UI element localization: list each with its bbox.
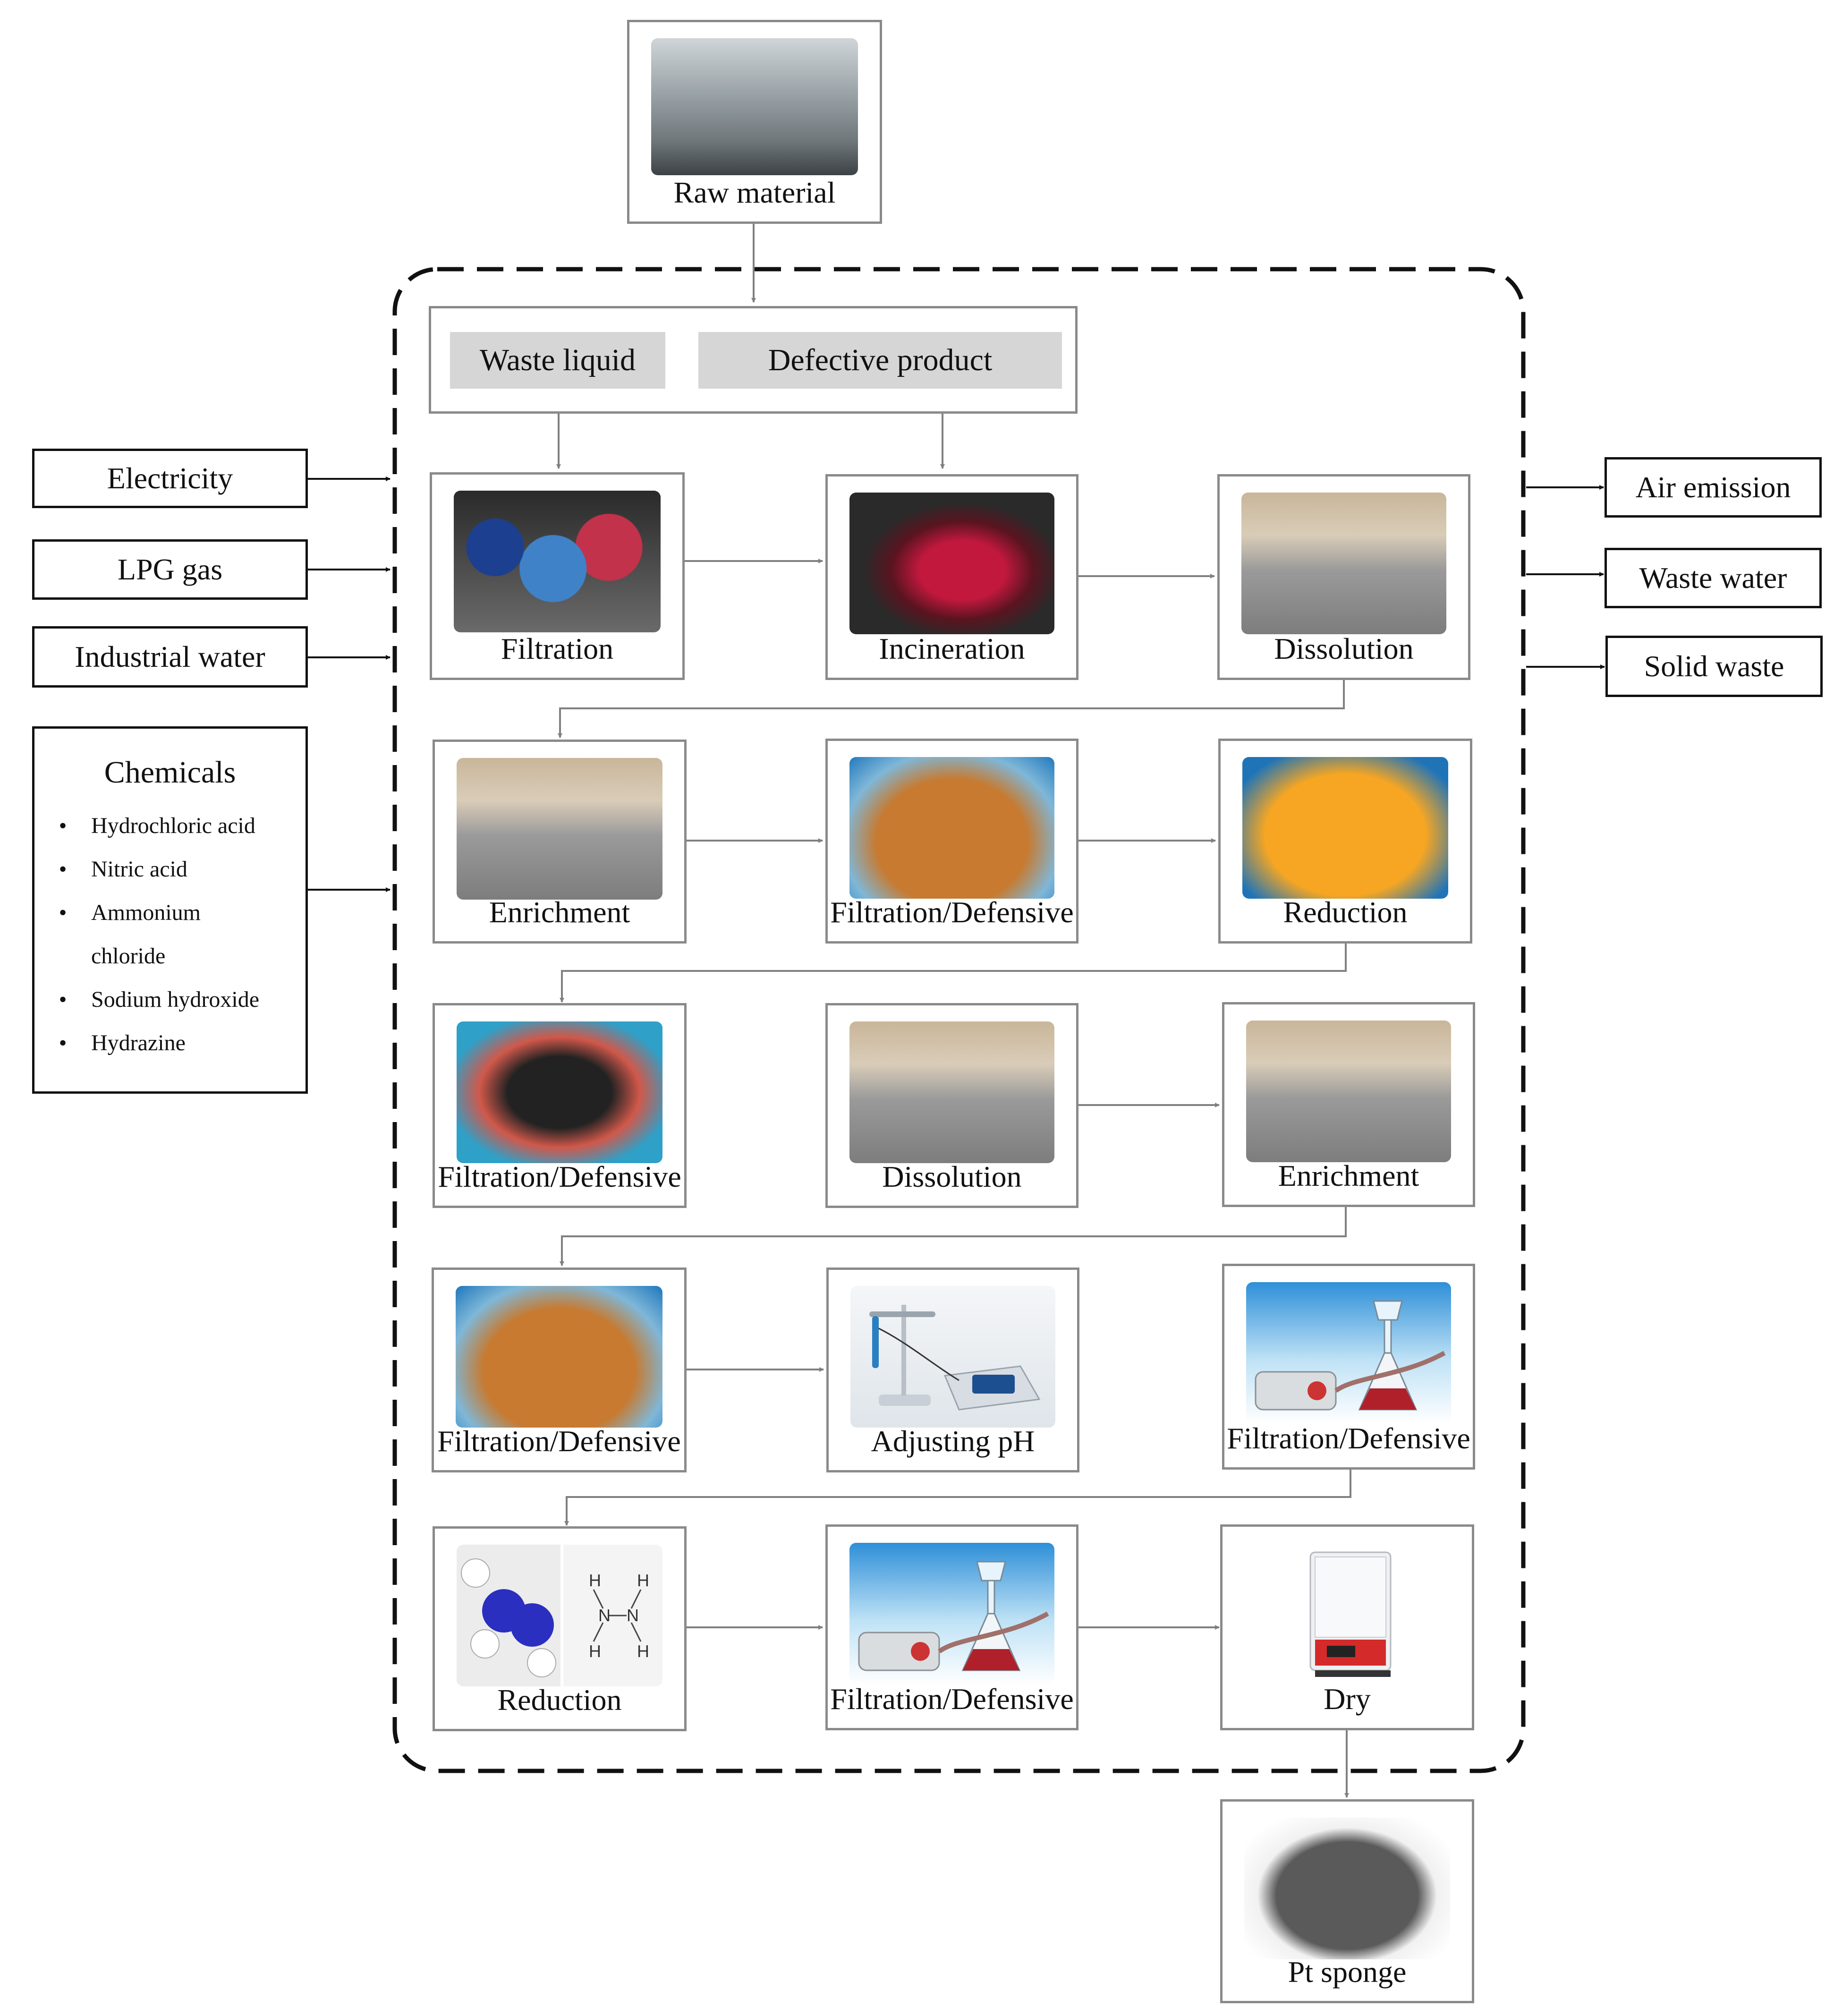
chemical-item: • Nitric acid xyxy=(53,848,259,891)
step-label: Filtration/Defensive xyxy=(830,1682,1074,1716)
chemical-item: • Sodium hydroxide xyxy=(53,978,259,1021)
incineration-image xyxy=(849,493,1054,634)
step-incineration: Incineration xyxy=(825,474,1078,680)
ph-meter-icon xyxy=(869,1305,1041,1411)
defective-product-tag: Defective product xyxy=(698,332,1062,389)
solid-waste-label: Solid waste xyxy=(1644,649,1784,683)
atom-label: H xyxy=(589,1642,601,1661)
step-enrichment-2: Enrichment xyxy=(1222,1002,1475,1207)
reduction-yellow-image xyxy=(1242,757,1448,899)
enrichment-tank-image xyxy=(1246,1021,1451,1162)
hydrazine-molecule-image: H H N N H H xyxy=(457,1545,662,1686)
chemicals-title: Chemicals xyxy=(104,755,236,790)
atom-label: H xyxy=(589,1571,601,1590)
step-label: Filtration/Defensive xyxy=(1227,1421,1470,1455)
filtration-dark-image xyxy=(457,1021,662,1163)
atom-label: N xyxy=(627,1606,639,1625)
step-dry: Dry xyxy=(1220,1524,1474,1730)
step-filtration-defensive-1: Filtration/Defensive xyxy=(825,739,1078,944)
step-filtration-defensive-3: Filtration/Defensive xyxy=(432,1267,687,1472)
oven-icon xyxy=(1309,1551,1392,1677)
drying-oven-image xyxy=(1244,1543,1450,1684)
chemical-item: • Ammonium xyxy=(53,891,259,935)
step-label: Reduction xyxy=(497,1683,622,1717)
waste-water-label: Waste water xyxy=(1639,561,1787,595)
chemical-name: chloride xyxy=(91,944,166,969)
bullet: • xyxy=(59,900,67,925)
chemicals-list: • Hydrochloric acid • Nitric acid • Ammoniu… xyxy=(53,804,259,1065)
step-reduction-1: Reduction xyxy=(1218,739,1472,944)
lpg-label: LPG gas xyxy=(117,553,223,586)
bullet: • xyxy=(59,813,67,838)
system-boundary xyxy=(392,267,1526,1773)
atom-label: N xyxy=(598,1606,611,1625)
step-label: Enrichment xyxy=(1278,1159,1419,1192)
chemical-name: Sodium hydroxide xyxy=(91,987,259,1012)
atom-label: H xyxy=(637,1571,649,1590)
industrial-water-input: Industrial water xyxy=(32,626,308,688)
step-reduction-2: H H N N H H Reduction xyxy=(433,1526,687,1731)
step-label: Dissolution xyxy=(1274,632,1414,665)
flask-icon xyxy=(1255,1300,1446,1411)
vacuum-filtration-image xyxy=(849,1543,1054,1684)
bullet: • xyxy=(59,857,67,882)
chemicals-input: Chemicals • Hydrochloric acid • Nitric aci… xyxy=(32,726,308,1094)
pt-sponge-product: Pt sponge xyxy=(1220,1799,1474,2003)
step-adjusting-ph: Adjusting pH xyxy=(826,1267,1079,1472)
chemical-name: Hydrochloric acid xyxy=(91,813,255,838)
step-enrichment-1: Enrichment xyxy=(433,740,687,944)
hydrazine-icon: H H N N H H xyxy=(457,1545,662,1686)
chemical-name: Hydrazine xyxy=(91,1030,186,1055)
chemical-item: chloride xyxy=(53,935,259,978)
pt-sponge-powder-image xyxy=(1244,1818,1450,1959)
step-filtration-defensive-4: Filtration/Defensive xyxy=(1222,1264,1475,1470)
filtration-buckets-image xyxy=(454,491,661,632)
electricity-input: Electricity xyxy=(32,449,308,508)
ph-meter-image xyxy=(850,1286,1055,1428)
filtration-orange-image xyxy=(849,757,1054,899)
vacuum-filtration-image xyxy=(1246,1282,1451,1424)
sources-box: Waste liquid Defective product xyxy=(429,306,1078,414)
step-label: Dry xyxy=(1324,1682,1371,1716)
step-filtration-defensive-2: Filtration/Defensive xyxy=(433,1003,687,1208)
step-label: Incineration xyxy=(879,632,1025,665)
step-dissolution-2: Dissolution xyxy=(825,1003,1078,1208)
electricity-label: Electricity xyxy=(107,461,233,495)
step-filtration-defensive-5: Filtration/Defensive xyxy=(825,1524,1078,1730)
enrichment-tank-image xyxy=(457,758,662,900)
chemical-item: • Hydrazine xyxy=(53,1021,259,1065)
step-label: Adjusting pH xyxy=(871,1424,1035,1458)
raw-material-truck-image xyxy=(651,38,858,175)
step-label: Dissolution xyxy=(882,1160,1022,1193)
step-filtration: Filtration xyxy=(430,472,685,680)
chemical-item: • Hydrochloric acid xyxy=(53,804,259,848)
bullet: • xyxy=(59,987,67,1012)
dissolution-tank-image xyxy=(849,1021,1054,1163)
solid-waste-output: Solid waste xyxy=(1605,636,1823,697)
bullet: • xyxy=(59,1030,67,1055)
industrial-water-label: Industrial water xyxy=(75,640,265,673)
step-label: Filtration xyxy=(501,632,614,665)
filtration-orange-image xyxy=(456,1286,662,1428)
step-label: Enrichment xyxy=(489,895,630,929)
atom-label: H xyxy=(637,1642,649,1661)
step-label: Filtration/Defensive xyxy=(438,1160,681,1193)
flask-icon xyxy=(858,1561,1049,1671)
raw-material-box: Raw material xyxy=(627,20,882,224)
step-label: Reduction xyxy=(1283,895,1408,929)
dissolution-tank-image xyxy=(1241,493,1446,634)
raw-material-label: Raw material xyxy=(673,176,836,209)
waste-liquid-tag: Waste liquid xyxy=(450,332,665,389)
air-emission-label: Air emission xyxy=(1635,470,1791,504)
step-label: Filtration/Defensive xyxy=(437,1424,681,1458)
lpg-input: LPG gas xyxy=(32,539,308,600)
waste-water-output: Waste water xyxy=(1605,548,1822,608)
step-label: Filtration/Defensive xyxy=(830,895,1074,929)
pt-sponge-label: Pt sponge xyxy=(1288,1955,1407,1989)
chemical-name: Ammonium xyxy=(91,900,201,925)
step-dissolution-1: Dissolution xyxy=(1217,474,1470,680)
air-emission-output: Air emission xyxy=(1605,457,1822,518)
chemical-name: Nitric acid xyxy=(91,857,187,882)
